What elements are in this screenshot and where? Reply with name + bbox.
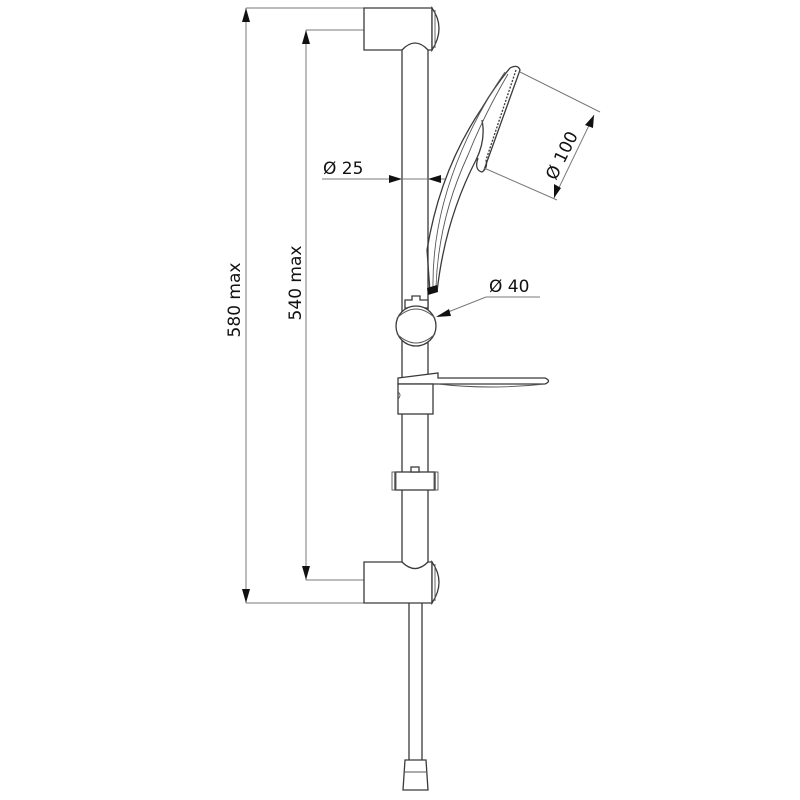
- arrow-down-icon: [302, 566, 310, 580]
- arrow-up-icon: [242, 8, 250, 22]
- slider: [395, 295, 437, 347]
- hose-clip: [391, 466, 439, 491]
- dimension-overall-height: 580 max: [225, 7, 365, 604]
- arrow-left-icon: [428, 175, 441, 183]
- hand-shower: [426, 65, 521, 295]
- arrow-up-icon: [302, 30, 310, 44]
- overall-height-label: 580 max: [225, 263, 245, 338]
- arrow-left-icon: [436, 309, 451, 317]
- arrow-right-icon: [389, 175, 402, 183]
- dimension-handshower-diameter: Ø 100: [483, 71, 601, 201]
- dimension-bracket-spacing: 540 max: [286, 29, 365, 581]
- arrow-down-icon: [242, 589, 250, 603]
- dimension-rail-diameter: Ø 25: [322, 159, 445, 183]
- arrow-up-icon: [585, 115, 594, 128]
- bottom-wall-bracket: [363, 559, 440, 606]
- hose: [402, 603, 429, 791]
- soap-dish: [397, 372, 550, 415]
- handshower-diameter-label: Ø 100: [542, 128, 582, 183]
- bracket-spacing-label: 540 max: [286, 246, 306, 321]
- rail-diameter-label: Ø 25: [323, 159, 363, 179]
- dimension-slider-diameter: Ø 40: [436, 277, 540, 317]
- arrow-down-icon: [554, 184, 561, 198]
- top-wall-bracket: [363, 5, 440, 53]
- slider-diameter-label: Ø 40: [489, 277, 529, 297]
